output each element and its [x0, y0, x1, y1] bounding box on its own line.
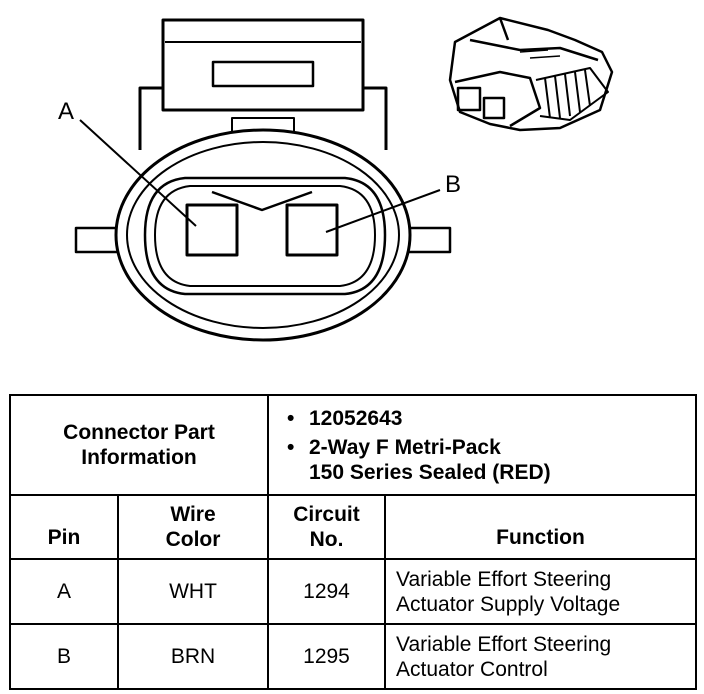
connector-shell-rim: [126, 141, 400, 329]
table-row: B BRN 1295 Variable Effort Steering Actu…: [9, 623, 697, 690]
connector-lock-housing: [138, 18, 388, 150]
connector-pin-table: Connector Part Information • 12052643 • …: [9, 394, 697, 690]
pin-cell: B: [9, 623, 119, 690]
pin-cell: A: [9, 558, 119, 625]
pin-b-terminal: [285, 203, 339, 257]
wire-color-cell: BRN: [117, 623, 269, 690]
function-cell: Variable Effort Steering Actuator Contro…: [384, 623, 697, 690]
pin-column-header: Pin: [9, 494, 119, 560]
callout-b-label: B: [445, 171, 461, 198]
connector-info-row: Connector Part Information • 12052643 • …: [9, 394, 697, 496]
connector-outer-shell: [114, 128, 412, 342]
wire-color-column-header: Wire Color: [117, 494, 269, 560]
connector-left-tab: [74, 226, 122, 254]
circuit-cell: 1294: [267, 558, 386, 625]
connector-info-label: Connector Part Information: [9, 394, 269, 496]
callout-b-leader: [325, 189, 441, 233]
table-row: A WHT 1294 Variable Effort Steering Actu…: [9, 558, 697, 625]
connector-description-item: • 2-Way F Metri-Pack 150 Series Sealed (…: [287, 435, 551, 484]
wire-color-cell: WHT: [117, 558, 269, 625]
connector-info-details: • 12052643 • 2-Way F Metri-Pack 150 Seri…: [267, 394, 697, 496]
connector-diagram: A B: [58, 16, 614, 342]
pin-a-terminal: [185, 203, 239, 257]
circuit-column-header: Circuit No.: [267, 494, 386, 560]
column-header-row: Pin Wire Color Circuit No. Function: [9, 494, 697, 560]
circuit-cell: 1295: [267, 623, 386, 690]
connector-perspective-view: [448, 16, 614, 132]
function-cell: Variable Effort Steering Actuator Supply…: [384, 558, 697, 625]
callout-a-label: A: [58, 98, 74, 125]
connector-inner-seal: [143, 176, 387, 296]
part-number-item: • 12052643: [287, 406, 403, 430]
callout-a-leader: [79, 119, 197, 227]
function-column-header: Function: [384, 494, 697, 560]
connector-right-tab: [406, 226, 452, 254]
